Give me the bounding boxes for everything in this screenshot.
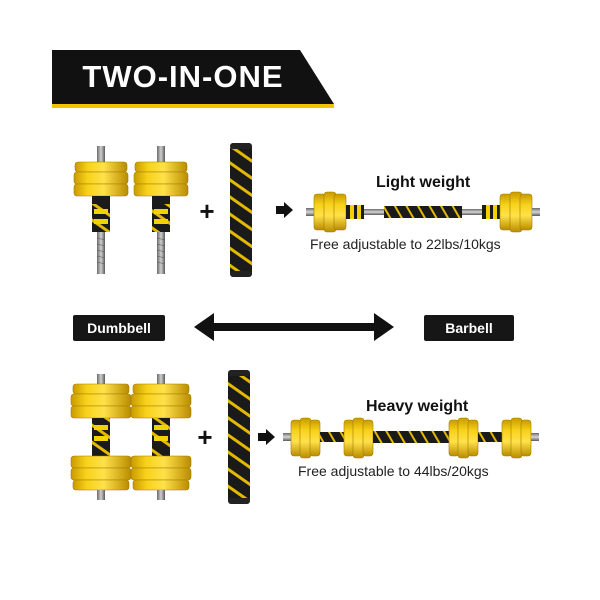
dumbbell-heavy-right: [130, 374, 192, 500]
heavy-weight-subtitle: Free adjustable to 44lbs/20kgs: [298, 463, 489, 479]
dumbbell-light-left: [73, 146, 129, 274]
plus-sign-bottom: +: [197, 422, 213, 452]
dumbbell-label: Dumbbell: [73, 315, 165, 341]
barbell-light: [306, 191, 540, 233]
arrow-right-icon: [258, 429, 275, 445]
heavy-weight-title: Heavy weight: [366, 398, 469, 415]
barbell-label: Barbell: [424, 315, 514, 341]
dumbbell-heavy-left: [70, 374, 132, 500]
connector-tube-top: [230, 143, 252, 277]
double-arrow-icon: [194, 313, 394, 341]
banner-shape: [52, 50, 334, 108]
plus-sign-top: +: [199, 196, 215, 226]
dumbbell-light-right: [133, 146, 189, 274]
light-weight-subtitle: Free adjustable to 22lbs/10kgs: [310, 236, 501, 252]
banner-title: TWO-IN-ONE: [82, 59, 284, 94]
light-weight-title: Light weight: [376, 174, 471, 191]
connector-tube-bottom: [228, 370, 250, 504]
arrow-right-icon: [276, 202, 293, 218]
barbell-heavy: [283, 417, 539, 459]
title-banner: TWO-IN-ONE: [52, 50, 334, 108]
